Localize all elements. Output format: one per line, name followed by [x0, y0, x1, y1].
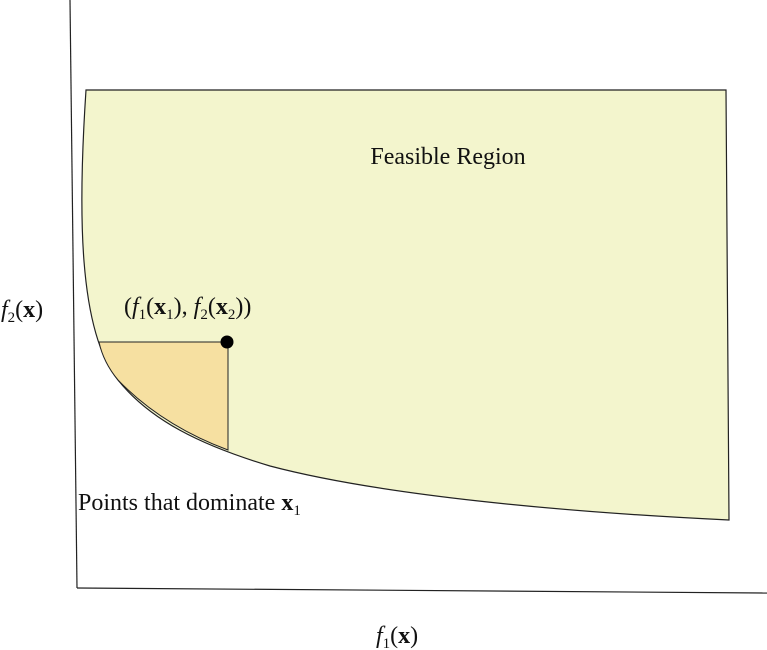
- x-axis-label: f1(x): [376, 623, 418, 650]
- feasible-region: [81, 89, 730, 521]
- y-axis-label: f2(x): [1, 297, 43, 326]
- feasible-region-label: Feasible Region: [370, 144, 525, 170]
- point-marker: [220, 335, 234, 349]
- point-label: (f1(x1), f2(x2)): [124, 294, 251, 323]
- y-axis: [69, 0, 78, 589]
- dominate-label: Points that dominate x1: [78, 490, 301, 519]
- x-axis: [76, 587, 767, 594]
- dominating-region: [98, 341, 229, 451]
